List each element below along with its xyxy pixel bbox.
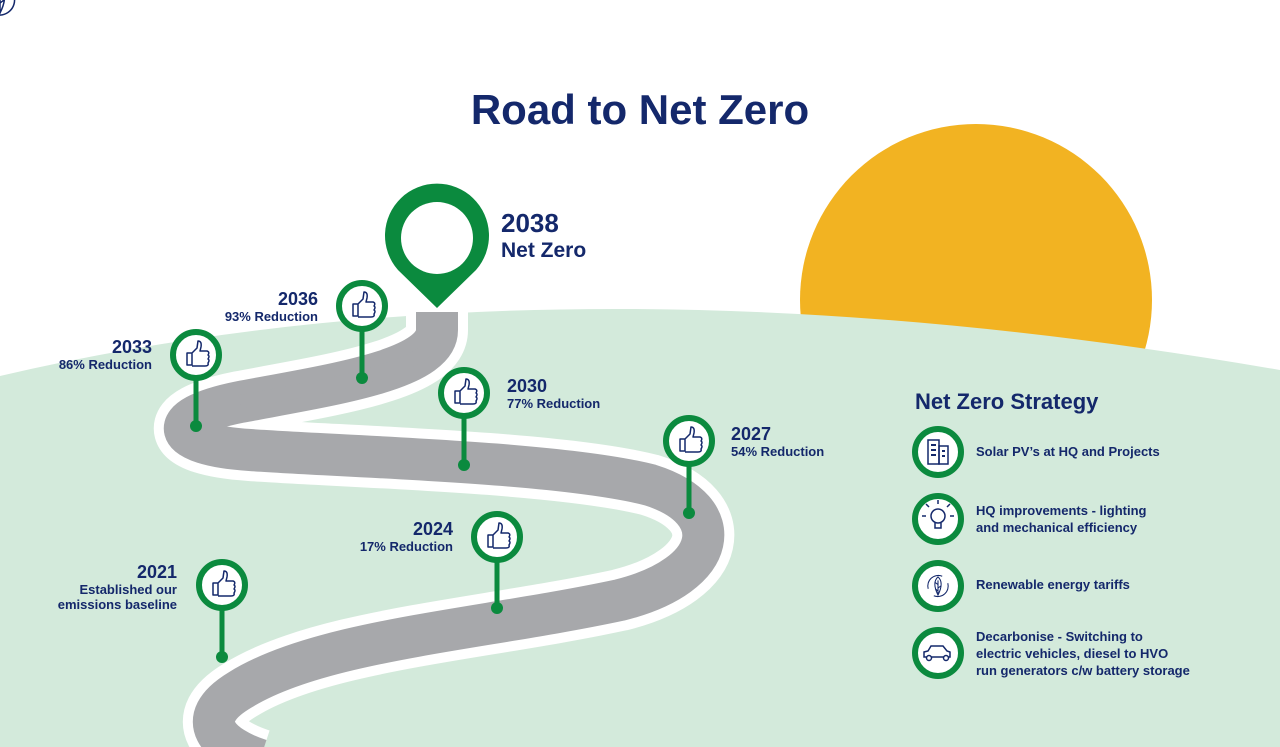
lightbulb-icon <box>912 493 964 545</box>
building-icon <box>912 426 964 478</box>
pin-2021 <box>196 559 248 663</box>
goal-pin <box>0 0 489 308</box>
milestone-desc: 93% Reduction <box>224 308 318 324</box>
goal-text: Net Zero <box>501 238 587 262</box>
strategy-item-decarbonise: Decarbonise - Switching to electric vehi… <box>976 629 1216 680</box>
milestone-desc: 77% Reduction <box>507 395 601 411</box>
milestone-year: 2024 <box>412 519 453 539</box>
milestone-desc: Established our <box>79 581 177 597</box>
pin-2036 <box>336 280 388 384</box>
strategy-item-solar: Solar PV’s at HQ and Projects <box>976 444 1216 461</box>
strategy-text: HQ improvements - lighting <box>976 503 1147 518</box>
milestone-2036: 2036 93% Reduction <box>225 289 318 325</box>
strategy-item-hq: HQ improvements - lighting and mechanica… <box>976 503 1216 537</box>
pin-2033 <box>170 329 222 432</box>
car-icon <box>912 627 964 679</box>
page-title: Road to Net Zero <box>470 86 810 133</box>
strategy-text: Solar PV’s at HQ and Projects <box>976 444 1160 459</box>
milestone-desc: emissions baseline <box>57 596 177 612</box>
strategy-text: and mechanical efficiency <box>976 519 1138 535</box>
strategy-text: Decarbonise - Switching to <box>976 629 1143 644</box>
pin-2027 <box>663 415 715 519</box>
milestone-desc: 86% Reduction <box>58 356 152 372</box>
milestone-2021: 2021 Established our emissions baseline <box>58 562 177 613</box>
strategy-title: Net Zero Strategy <box>915 389 1099 414</box>
milestone-year: 2036 <box>277 289 318 309</box>
strategy-text: Renewable energy tariffs <box>976 577 1130 592</box>
strategy-item-tariffs: Renewable energy tariffs <box>976 577 1216 594</box>
milestone-year: 2027 <box>731 424 772 444</box>
leaf-cycle-icon <box>912 560 964 612</box>
pin-2030 <box>438 367 490 471</box>
milestone-year: 2030 <box>507 376 548 396</box>
milestone-year: 2021 <box>136 562 177 582</box>
milestone-2030: 2030 77% Reduction <box>507 376 600 412</box>
pin-2024 <box>471 511 523 614</box>
milestone-desc: 17% Reduction <box>359 538 453 554</box>
milestone-2027: 2027 54% Reduction <box>731 424 824 460</box>
goal-year: 2038 <box>501 208 559 238</box>
goal-label: 2038 Net Zero <box>501 209 586 263</box>
strategy-text: run generators c/w battery storage <box>976 662 1190 678</box>
milestone-year: 2033 <box>111 337 152 357</box>
milestone-2033: 2033 86% Reduction <box>59 337 152 373</box>
milestone-2024: 2024 17% Reduction <box>360 519 453 555</box>
milestone-desc: 54% Reduction <box>731 443 825 459</box>
strategy-text: electric vehicles, diesel to HVO <box>976 645 1169 661</box>
